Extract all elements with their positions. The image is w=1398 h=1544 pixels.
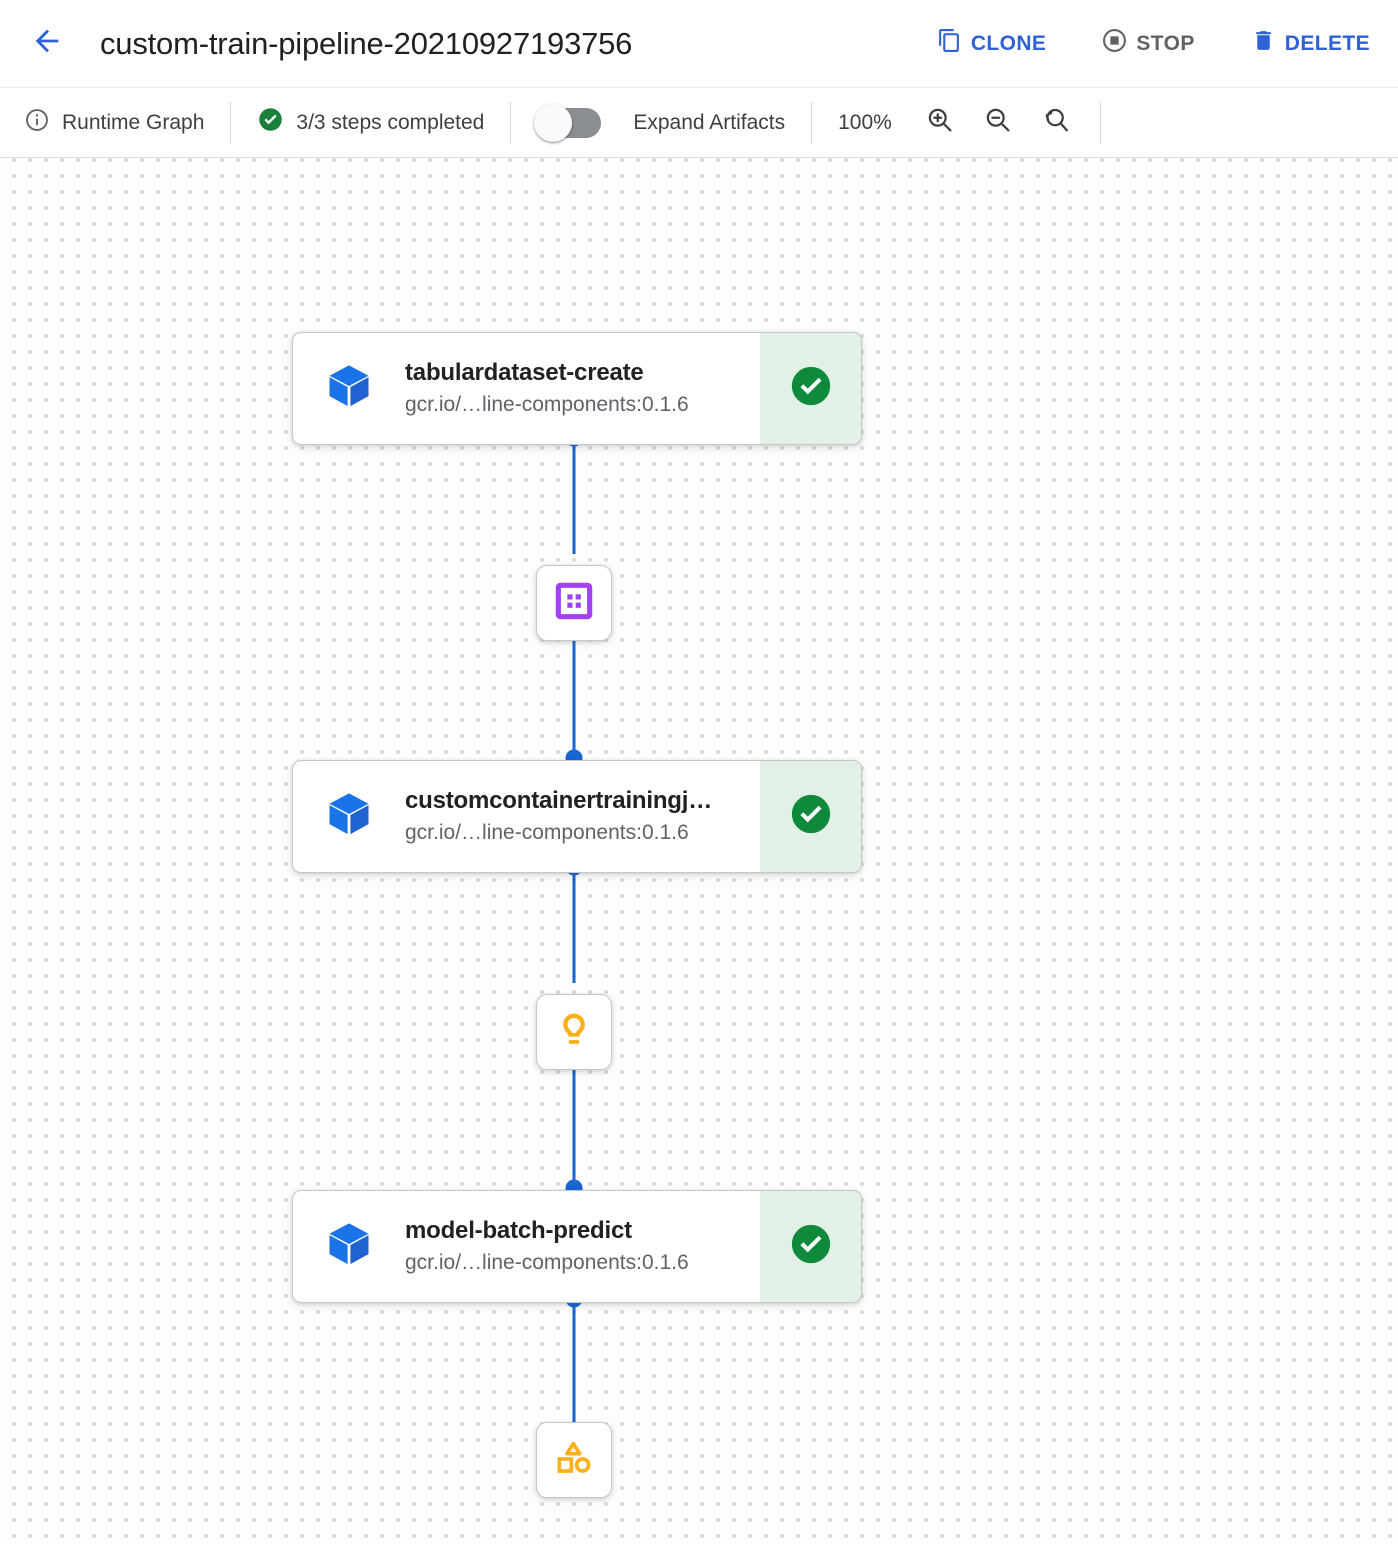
artifact-node-batch-prediction[interactable] — [536, 1422, 612, 1498]
arrow-left-icon — [30, 24, 64, 63]
clone-button[interactable]: CLONE — [937, 28, 1047, 59]
node-text-wrap: tabulardataset-create gcr.io/…line-compo… — [405, 333, 760, 444]
node-title: customcontainertrainingj… — [405, 787, 713, 815]
node-image: gcr.io/…line-components:0.1.6 — [405, 1251, 689, 1275]
edge-node3-to-artifact3 — [572, 1299, 576, 1429]
delete-label: DELETE — [1284, 31, 1370, 55]
stop-button[interactable]: STOP — [1102, 28, 1194, 59]
expand-artifacts-toggle[interactable] — [534, 103, 602, 142]
artifact-node-dataset[interactable] — [536, 565, 612, 641]
node-text-wrap: model-batch-predict gcr.io/…line-compone… — [405, 1191, 760, 1302]
zoom-out-button[interactable] — [976, 101, 1020, 145]
zoom-in-button[interactable] — [918, 101, 962, 145]
zoom-controls — [918, 101, 1078, 145]
zoom-reset-icon — [1041, 105, 1071, 140]
page-title: custom-train-pipeline-20210927193756 — [100, 25, 633, 61]
node-status-panel — [760, 761, 861, 872]
node-icon-wrap — [293, 333, 405, 444]
shapes-icon — [554, 1438, 594, 1483]
expand-artifacts-label: Expand Artifacts — [633, 110, 786, 134]
stop-circle-icon — [1102, 28, 1127, 59]
check-circle-icon — [788, 363, 834, 414]
node-image: gcr.io/…line-components:0.1.6 — [405, 393, 689, 417]
info-circle-icon — [24, 107, 50, 139]
zoom-out-icon — [983, 105, 1013, 140]
cube-icon — [323, 360, 375, 417]
toolbar-divider-1 — [230, 101, 232, 144]
pipeline-graph-canvas[interactable]: tabulardataset-create gcr.io/…line-compo… — [0, 158, 1398, 1543]
toggle-knob — [534, 103, 573, 142]
cube-icon — [323, 1218, 375, 1275]
toolbar-divider-4 — [1099, 101, 1101, 144]
dataset-icon — [554, 581, 594, 626]
cube-icon — [323, 788, 375, 845]
check-circle-icon — [257, 106, 284, 139]
expand-artifacts-group: Expand Artifacts — [534, 103, 786, 142]
node-text-wrap: customcontainertrainingj… gcr.io/…line-c… — [405, 761, 760, 872]
clone-label: CLONE — [970, 31, 1047, 55]
task-node-model-batch-predict[interactable]: model-batch-predict gcr.io/…line-compone… — [292, 1190, 862, 1303]
zoom-in-icon — [925, 105, 955, 140]
trash-icon — [1251, 28, 1276, 59]
clone-icon — [937, 28, 962, 59]
page-header: custom-train-pipeline-20210927193756 CLO… — [0, 0, 1398, 88]
lightbulb-icon — [554, 1010, 594, 1055]
stop-label: STOP — [1136, 31, 1195, 55]
graph-toolbar: Runtime Graph 3/3 steps completed Expand… — [0, 88, 1398, 158]
node-title: model-batch-predict — [405, 1217, 632, 1245]
edge-node2-to-artifact2 — [572, 867, 576, 983]
node-icon-wrap — [293, 1191, 405, 1302]
toolbar-divider-3 — [811, 101, 813, 144]
back-button[interactable] — [24, 21, 70, 67]
edge-artifact2-to-node3 — [572, 1060, 576, 1189]
zoom-reset-button[interactable] — [1034, 101, 1078, 145]
node-icon-wrap — [293, 761, 405, 872]
runtime-graph-label: Runtime Graph — [62, 110, 205, 134]
node-title: tabulardataset-create — [405, 359, 644, 387]
runtime-graph-item[interactable]: Runtime Graph — [24, 107, 204, 139]
steps-status: 3/3 steps completed — [257, 106, 484, 139]
check-circle-icon — [788, 1221, 834, 1272]
node-image: gcr.io/…line-components:0.1.6 — [405, 821, 689, 845]
check-circle-icon — [788, 791, 834, 842]
node-status-panel — [760, 333, 861, 444]
node-status-panel — [760, 1191, 861, 1302]
edge-artifact1-to-node2 — [572, 631, 576, 759]
task-node-customcontainertrainingjob[interactable]: customcontainertrainingj… gcr.io/…line-c… — [292, 760, 862, 873]
toolbar-divider-2 — [510, 101, 512, 144]
edge-node1-to-artifact1 — [572, 438, 576, 554]
task-node-tabulardataset-create[interactable]: tabulardataset-create gcr.io/…line-compo… — [292, 332, 862, 445]
steps-status-label: 3/3 steps completed — [296, 110, 485, 134]
artifact-node-model[interactable] — [536, 994, 612, 1070]
zoom-level-label: 100% — [838, 110, 892, 134]
delete-button[interactable]: DELETE — [1251, 28, 1370, 59]
header-actions: CLONE STOP DELETE — [937, 28, 1370, 59]
